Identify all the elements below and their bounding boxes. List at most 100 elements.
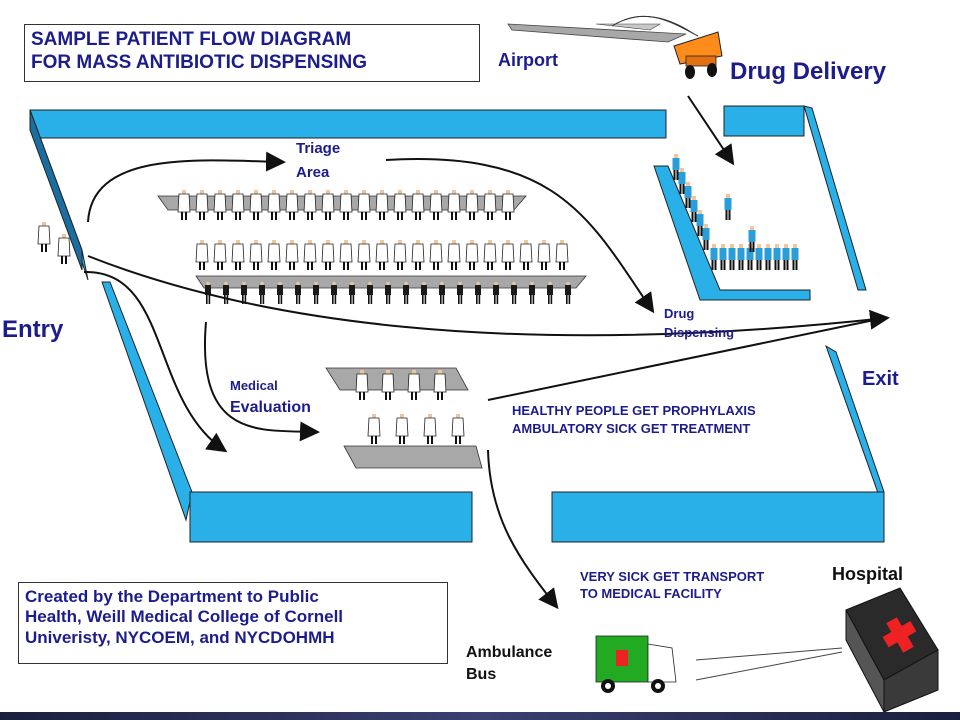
- arrow-medical-to-ambulance: [487, 449, 559, 610]
- person-icon: [423, 413, 437, 445]
- red-cross-icon: [616, 650, 628, 666]
- person-icon: [465, 189, 479, 221]
- hospital-label: Hospital: [832, 564, 904, 584]
- person-icon: [381, 369, 395, 401]
- exit-label: Exit: [862, 368, 899, 390]
- person-icon: [267, 189, 281, 221]
- person-icon: [249, 189, 263, 221]
- person-icon: [493, 282, 499, 304]
- person-icon: [277, 282, 283, 304]
- person-icon: [791, 244, 799, 270]
- wall-bottom-left: [189, 491, 473, 543]
- wall-top-left: [29, 109, 667, 139]
- person-icon: [223, 282, 229, 304]
- arrow-entry-to-medical: [83, 270, 228, 453]
- arrow-triage-to-dispensing: [385, 158, 655, 314]
- person-icon: [249, 239, 263, 271]
- person-icon: [375, 239, 389, 271]
- person-icon: [375, 189, 389, 221]
- person-icon: [483, 189, 497, 221]
- title-line-2: FOR MASS ANTIBIOTIC DISPENSING: [31, 51, 368, 73]
- person-icon: [367, 413, 381, 445]
- person-icon: [537, 239, 551, 271]
- medical-label-line-1: Medical: [230, 378, 278, 393]
- person-icon: [696, 210, 704, 236]
- person-icon: [349, 282, 355, 304]
- person-icon: [672, 154, 680, 180]
- person-icon: [678, 168, 686, 194]
- person-icon: [313, 282, 319, 304]
- person-icon: [519, 239, 533, 271]
- person-icon: [213, 239, 227, 271]
- person-icon: [303, 189, 317, 221]
- person-icon: [213, 189, 227, 221]
- person-icon: [447, 189, 461, 221]
- very-sick-note-line-1: VERY SICK GET TRANSPORT: [580, 569, 765, 584]
- very-sick-note-line-2: TO MEDICAL FACILITY: [580, 586, 722, 601]
- person-icon: [429, 239, 443, 271]
- person-icon: [285, 239, 299, 271]
- arrow-entry-to-triage: [87, 151, 286, 223]
- entry-people: [37, 221, 71, 265]
- person-icon: [483, 239, 497, 271]
- person-icon: [773, 244, 781, 270]
- airport-label: Airport: [498, 50, 558, 70]
- person-icon: [331, 282, 337, 304]
- credit-line-1: Created by the Department to Public: [25, 587, 319, 606]
- person-icon: [177, 189, 191, 221]
- title-box: SAMPLE PATIENT FLOW DIAGRAM FOR MASS ANT…: [24, 24, 480, 82]
- person-icon: [724, 194, 732, 220]
- person-icon: [357, 189, 371, 221]
- person-icon: [407, 369, 421, 401]
- drug-delivery-label: Drug Delivery: [730, 58, 887, 85]
- person-icon: [411, 189, 425, 221]
- footer-bar: [0, 712, 960, 720]
- person-icon: [547, 282, 553, 304]
- medical-table-back: [325, 367, 469, 391]
- person-icon: [684, 182, 692, 208]
- person-icon: [728, 244, 736, 270]
- person-icon: [339, 189, 353, 221]
- person-icon: [195, 239, 209, 271]
- wall-top-right: [723, 105, 805, 137]
- person-icon: [457, 282, 463, 304]
- ambulance-label-line-1: Ambulance: [466, 644, 553, 661]
- person-icon: [267, 239, 281, 271]
- person-icon: [511, 282, 517, 304]
- dispensing-table: [653, 165, 811, 301]
- person-icon: [395, 413, 409, 445]
- person-icon: [241, 282, 247, 304]
- person-icon: [702, 224, 710, 250]
- person-icon: [259, 282, 265, 304]
- person-icon: [755, 244, 763, 270]
- person-icon: [690, 196, 698, 222]
- person-icon: [37, 221, 51, 253]
- person-icon: [501, 239, 515, 271]
- person-icon: [231, 189, 245, 221]
- person-icon: [357, 239, 371, 271]
- person-icon: [367, 282, 373, 304]
- person-icon: [529, 282, 535, 304]
- person-icon: [295, 282, 301, 304]
- medical-table-front: [343, 445, 483, 469]
- triage-area: [157, 189, 587, 304]
- road-lines: [695, 647, 843, 681]
- dump-truck-icon: [611, 15, 723, 79]
- person-icon: [57, 233, 71, 265]
- person-icon: [355, 369, 369, 401]
- healthy-note-line-1: HEALTHY PEOPLE GET PROPHYLAXIS: [512, 403, 756, 418]
- person-icon: [710, 244, 718, 270]
- triage-label-line-2: Area: [296, 164, 330, 181]
- person-icon: [403, 282, 409, 304]
- person-icon: [421, 282, 427, 304]
- flow-arrows: [83, 95, 890, 610]
- wall-left-lower: [101, 281, 193, 522]
- drug-dispensing-line-2: Dispensing: [664, 325, 735, 340]
- person-icon: [501, 189, 515, 221]
- person-icon: [555, 239, 569, 271]
- person-icon: [303, 239, 317, 271]
- healthy-note-line-2: AMBULATORY SICK GET TREATMENT: [512, 421, 751, 436]
- person-icon: [321, 239, 335, 271]
- person-icon: [565, 282, 571, 304]
- person-icon: [475, 282, 481, 304]
